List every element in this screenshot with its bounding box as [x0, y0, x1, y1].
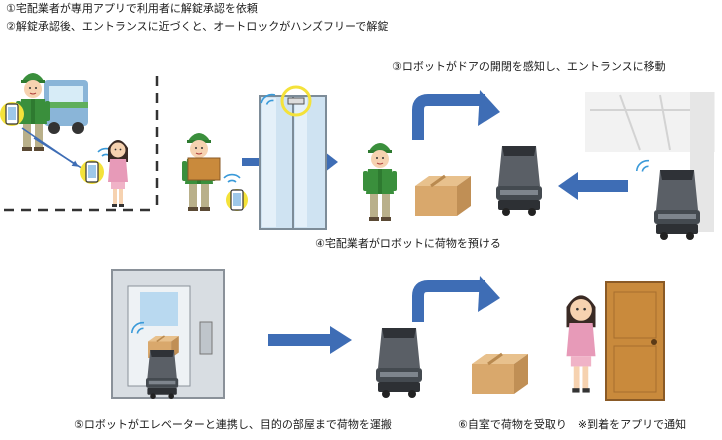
- signal-arrow-2: [33, 137, 91, 174]
- delivery-robot-4: [376, 328, 422, 398]
- step3-caption: ③ロボットがドアの開閉を感知し、エントランスに移動: [392, 60, 666, 73]
- autolock-sensor-icon: [280, 85, 312, 117]
- delivery-robot-2: [654, 170, 700, 240]
- wifi-signal-icon: [223, 173, 241, 183]
- smartphone-icon: [0, 102, 24, 126]
- delivery-robot-1: [496, 146, 542, 216]
- delivery-truck: [44, 80, 88, 134]
- cardboard-box-3: [470, 352, 530, 396]
- resident-woman-1: [108, 140, 128, 207]
- delivery-robot-3: [146, 350, 179, 399]
- resident-woman-2: [566, 295, 596, 393]
- handover-arrow-bottom: [412, 280, 485, 322]
- wifi-signal-icon: [633, 157, 653, 175]
- delivery-worker-3: [362, 142, 398, 222]
- step5-caption: ⑤ロボットがエレベーターと連携し、目的の部屋まで荷物を運搬: [74, 418, 392, 431]
- apartment-door: [605, 281, 665, 401]
- handover-arrow-top: [412, 94, 485, 140]
- carried-parcel: [187, 157, 221, 181]
- smartphone-icon: [226, 189, 248, 211]
- step4-caption: ④宅配業者がロボットに荷物を預ける: [315, 237, 501, 250]
- lobby-background: [585, 92, 715, 232]
- autolock-door: [259, 95, 327, 230]
- smartphone-icon: [80, 160, 104, 184]
- cardboard-box-1: [413, 174, 473, 218]
- step1-caption: ①宅配業者が専用アプリで利用者に解錠承認を依頼: [6, 2, 258, 15]
- step6-caption: ⑥自室で荷物を受取り ※到着をアプリで通知: [458, 418, 687, 431]
- step2-caption: ②解錠承認後、エントランスに近づくと、オートロックがハンズフリーで解錠: [6, 20, 389, 33]
